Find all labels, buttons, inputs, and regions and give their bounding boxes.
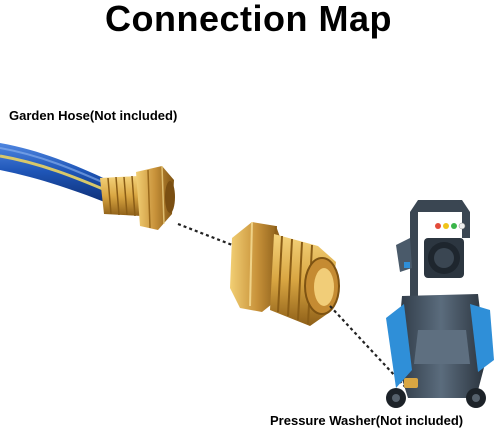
nozzle-tip-white: [458, 222, 466, 230]
washer-blue-clip: [404, 262, 410, 268]
hose-stripe: [0, 154, 111, 194]
brass-adapter-illustration: [230, 221, 340, 326]
dashed-connector-hose-to-adapter: [177, 222, 241, 250]
nozzle-tip-yellow: [443, 223, 449, 229]
pressure-washer-label: Pressure Washer(Not included): [270, 413, 464, 428]
page-title: Connection Map: [105, 0, 392, 39]
washer-water-inlet: [404, 378, 418, 388]
hose-body: [0, 143, 112, 205]
nozzle-tip-red: [435, 223, 441, 229]
washer-blue-panel-right: [470, 304, 494, 372]
hose-coupling-nut: [136, 165, 175, 230]
garden-hose-illustration: [0, 143, 175, 230]
pressure-washer-illustration: [386, 200, 494, 408]
nozzle-tip-green: [451, 223, 457, 229]
hose-ferrule: [100, 175, 142, 217]
garden-hose-label: Garden Hose(Not included): [9, 108, 178, 123]
washer-blue-panel-left: [386, 304, 412, 388]
